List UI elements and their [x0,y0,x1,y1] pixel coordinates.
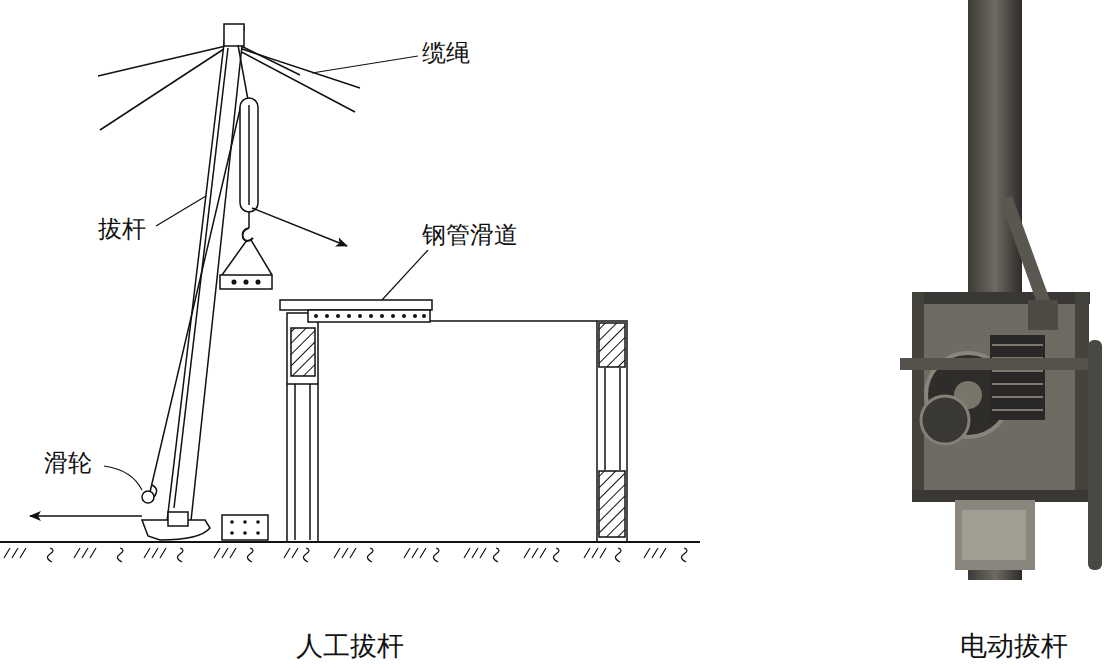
electric-gin-pole-photo [900,0,1102,580]
leader-lines [104,56,428,490]
part-label: 滑轮 [42,450,94,478]
part-label: 拔杆 [96,216,148,244]
figure-caption: 人工拔杆 [294,630,406,661]
part-label: 钢管滑道 [420,222,520,250]
figure-caption: 电动拔杆 [958,630,1070,661]
part-label: 缆绳 [420,40,472,68]
gin-pole-drawing [0,24,700,562]
